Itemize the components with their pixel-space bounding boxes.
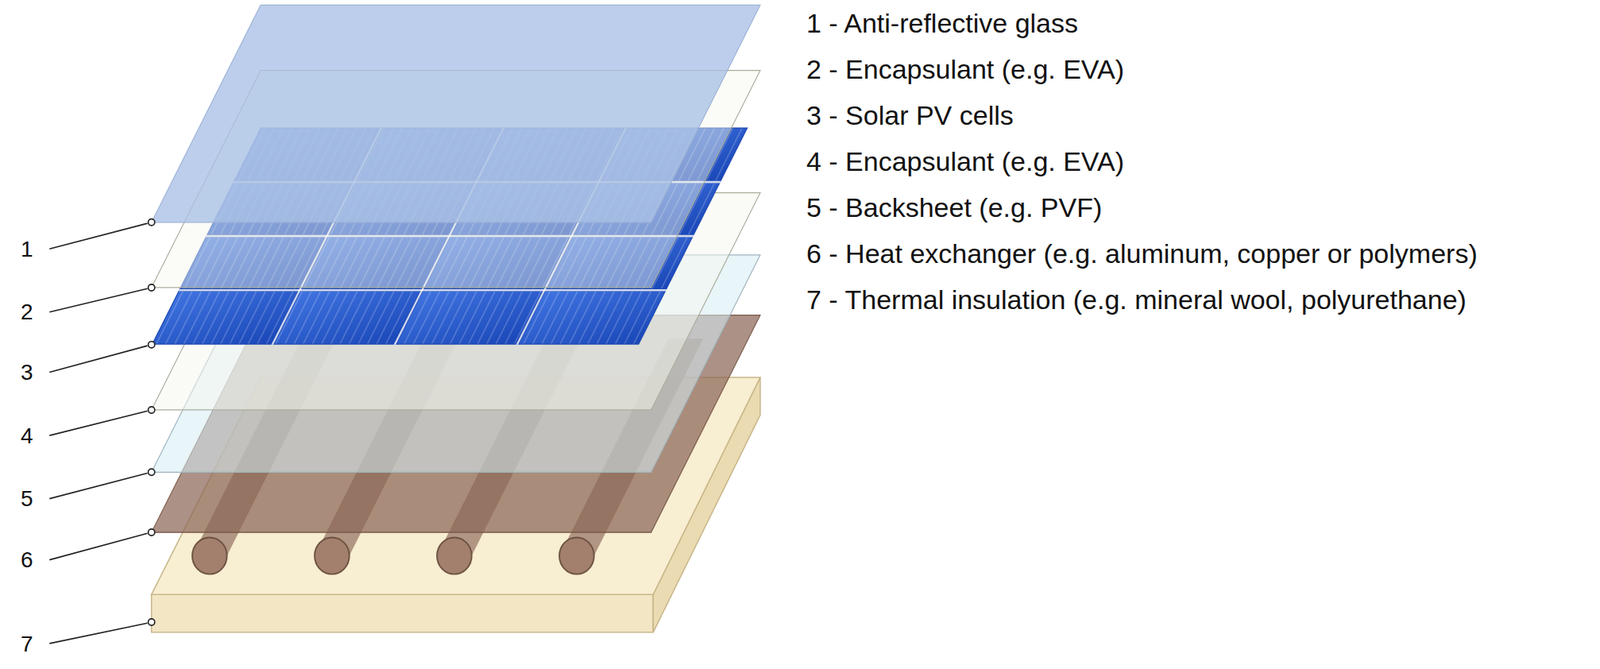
glass-layer	[151, 4, 761, 222]
part-description: 1 - Anti-reflective glass	[806, 0, 1593, 47]
part-description: 5 - Backsheet (e.g. PVF)	[806, 184, 1593, 231]
callout-number: 5	[20, 486, 34, 512]
callout-number: 7	[20, 631, 34, 658]
part-description: 3 - Solar PV cells	[806, 92, 1593, 139]
callout-number: 1	[20, 236, 34, 263]
leader-lines	[49, 219, 155, 644]
callout-number: 2	[20, 299, 34, 325]
callout-number: 3	[20, 359, 34, 386]
part-description: 6 - Heat exchanger (e.g. aluminum, coppe…	[806, 230, 1593, 277]
part-description: 4 - Encapsulant (e.g. EVA)	[806, 138, 1593, 185]
part-description: 7 - Thermal insulation (e.g. mineral woo…	[806, 276, 1593, 323]
description-list: 1 - Anti-reflective glass2 - Encapsulant…	[806, 0, 1593, 323]
part-description: 2 - Encapsulant (e.g. EVA)	[806, 46, 1593, 93]
callout-number: 6	[20, 547, 34, 573]
callout-number: 4	[20, 423, 34, 449]
